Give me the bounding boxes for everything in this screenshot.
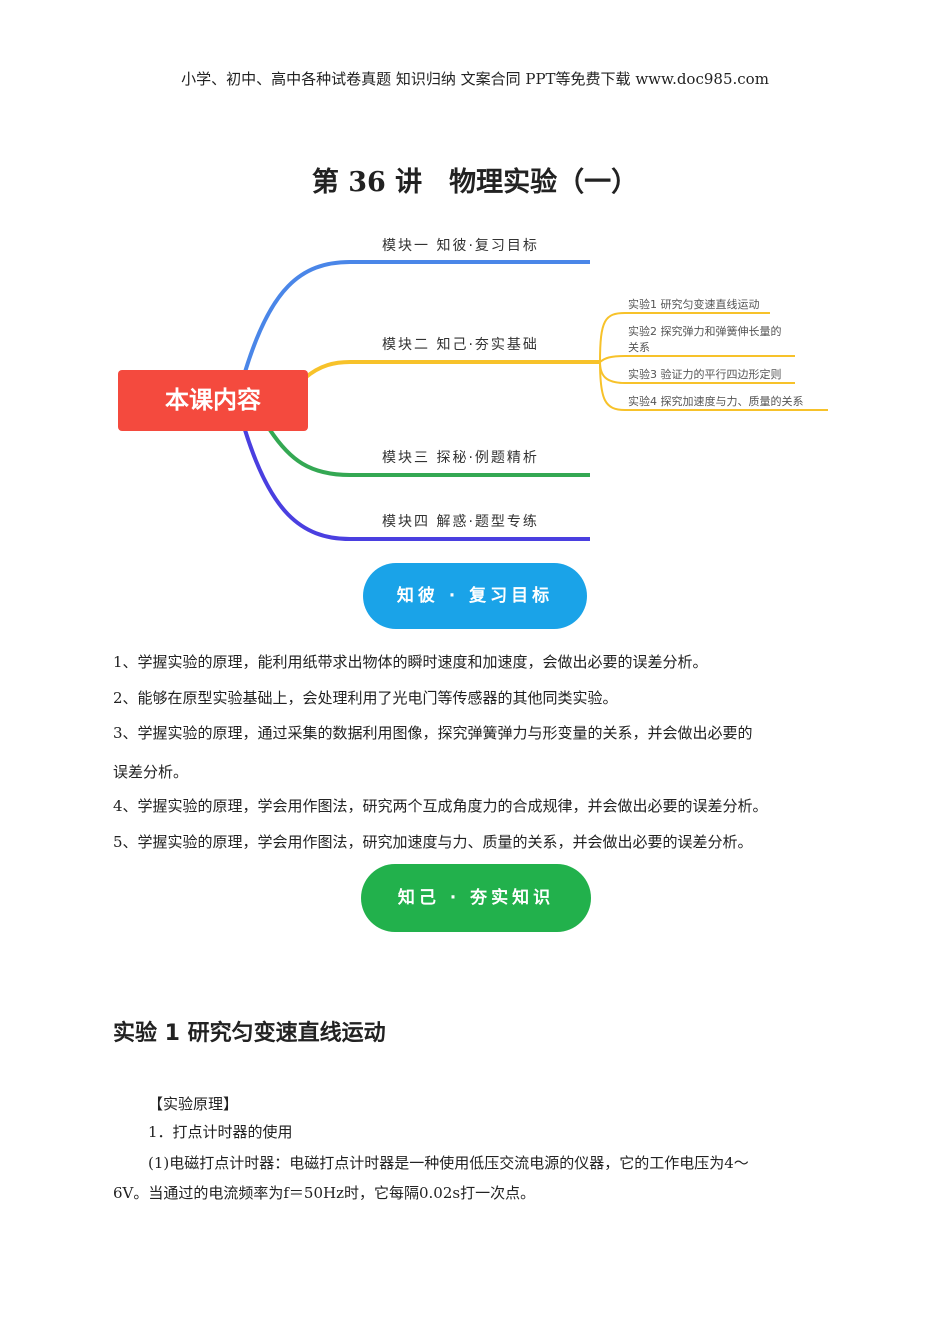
mindmap-root: 本课内容 — [118, 370, 308, 431]
branch-2: 模块二 知己·夯实基础 — [382, 337, 539, 353]
branch-line-2 — [303, 360, 600, 380]
goal-5: 5、学握实验的原理，学会用作图法，研究加速度与力、质量的关系，并会做出必要的误差… — [113, 833, 753, 851]
goal-2: 2、能够在原型实验基础上，会处理利用了光电门等传感器的其他同类实验。 — [113, 689, 618, 707]
sub-2b: 关系 — [628, 341, 650, 354]
sub-4: 实验4 探究加速度与力、质量的关系 — [628, 395, 804, 408]
sub-2: 实验2 探究弹力和弹簧伸长量的 — [628, 325, 782, 338]
subheading-timer: 1．打点计时器的使用 — [148, 1123, 293, 1141]
goal-4: 4、学握实验的原理，学会用作图法，研究两个互成角度力的合成规律，并会做出必要的误… — [113, 797, 768, 815]
page-header: 小学、初中、高中各种试卷真题 知识归纳 文案合同 PPT等免费下载 www.do… — [181, 70, 769, 88]
goal-3-cont: 误差分析。 — [113, 763, 189, 781]
branch-4: 模块四 解惑·题型专练 — [382, 514, 539, 530]
section-title: 实验 1 研究匀变速直线运动 — [113, 1021, 386, 1046]
sub-1: 实验1 研究匀变速直线运动 — [628, 298, 760, 311]
badge-basics: 知己 · 夯实知识 — [361, 864, 591, 932]
page-title: 第 36 讲 物理实验（一） — [311, 167, 639, 198]
sub-lines — [599, 312, 828, 411]
branch-3: 模块三 探秘·例题精析 — [382, 450, 539, 466]
paragraph-line-2: 6V。当通过的电流频率为f＝50Hz时，它每隔0.02s打一次点。 — [113, 1184, 536, 1202]
goal-1: 1、学握实验的原理，能利用纸带求出物体的瞬时速度和加速度，会做出必要的误差分析。 — [113, 653, 708, 671]
branch-1: 模块一 知彼·复习目标 — [382, 238, 539, 254]
sub-3: 实验3 验证力的平行四边形定则 — [628, 368, 782, 381]
badge-review-goals: 知彼 · 复习目标 — [363, 563, 587, 629]
mindmap-lines — [243, 260, 828, 541]
paragraph-line-1: (1)电磁打点计时器：电磁打点计时器是一种使用低压交流电源的仪器，它的工作电压为… — [148, 1154, 749, 1172]
branch-line-3 — [268, 428, 590, 477]
principle-heading: 【实验原理】 — [148, 1095, 239, 1113]
branch-line-4 — [243, 429, 590, 541]
goal-3: 3、学握实验的原理，通过采集的数据利用图像，探究弹簧弹力与形变量的关系，并会做出… — [113, 724, 753, 742]
branch-line-1 — [243, 260, 590, 373]
